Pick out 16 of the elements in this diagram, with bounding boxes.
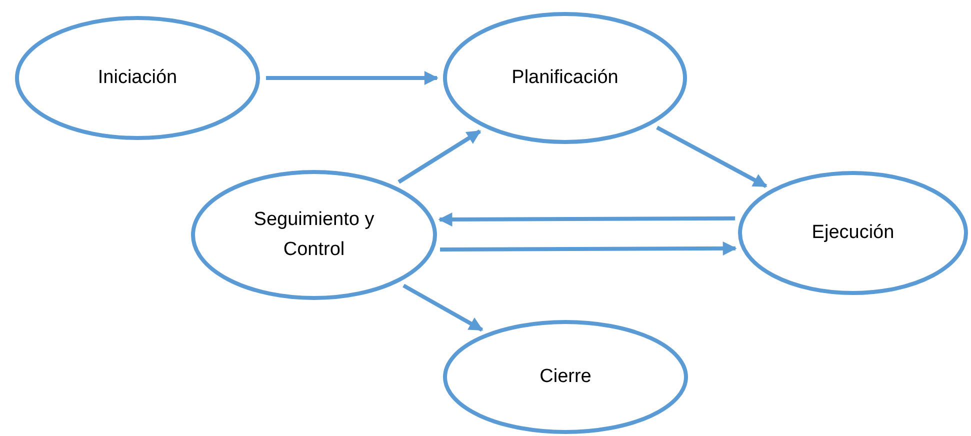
node-label: Seguimiento y Control [252, 208, 376, 262]
arrow [402, 284, 484, 332]
arrow [656, 126, 768, 188]
process-ellipse [15, 16, 260, 140]
node-label: Iniciación [98, 66, 178, 90]
process-ellipse [443, 320, 688, 434]
process-ellipse [191, 170, 437, 300]
node-label: Cierre [540, 365, 592, 389]
arrow [266, 71, 438, 85]
arrow [398, 130, 482, 184]
process-ellipse [443, 12, 687, 144]
arrow [440, 241, 737, 256]
node-label: Planificación [512, 66, 618, 90]
node-label: Ejecución [812, 221, 894, 245]
process-ellipse [738, 171, 968, 295]
arrow [438, 212, 736, 226]
